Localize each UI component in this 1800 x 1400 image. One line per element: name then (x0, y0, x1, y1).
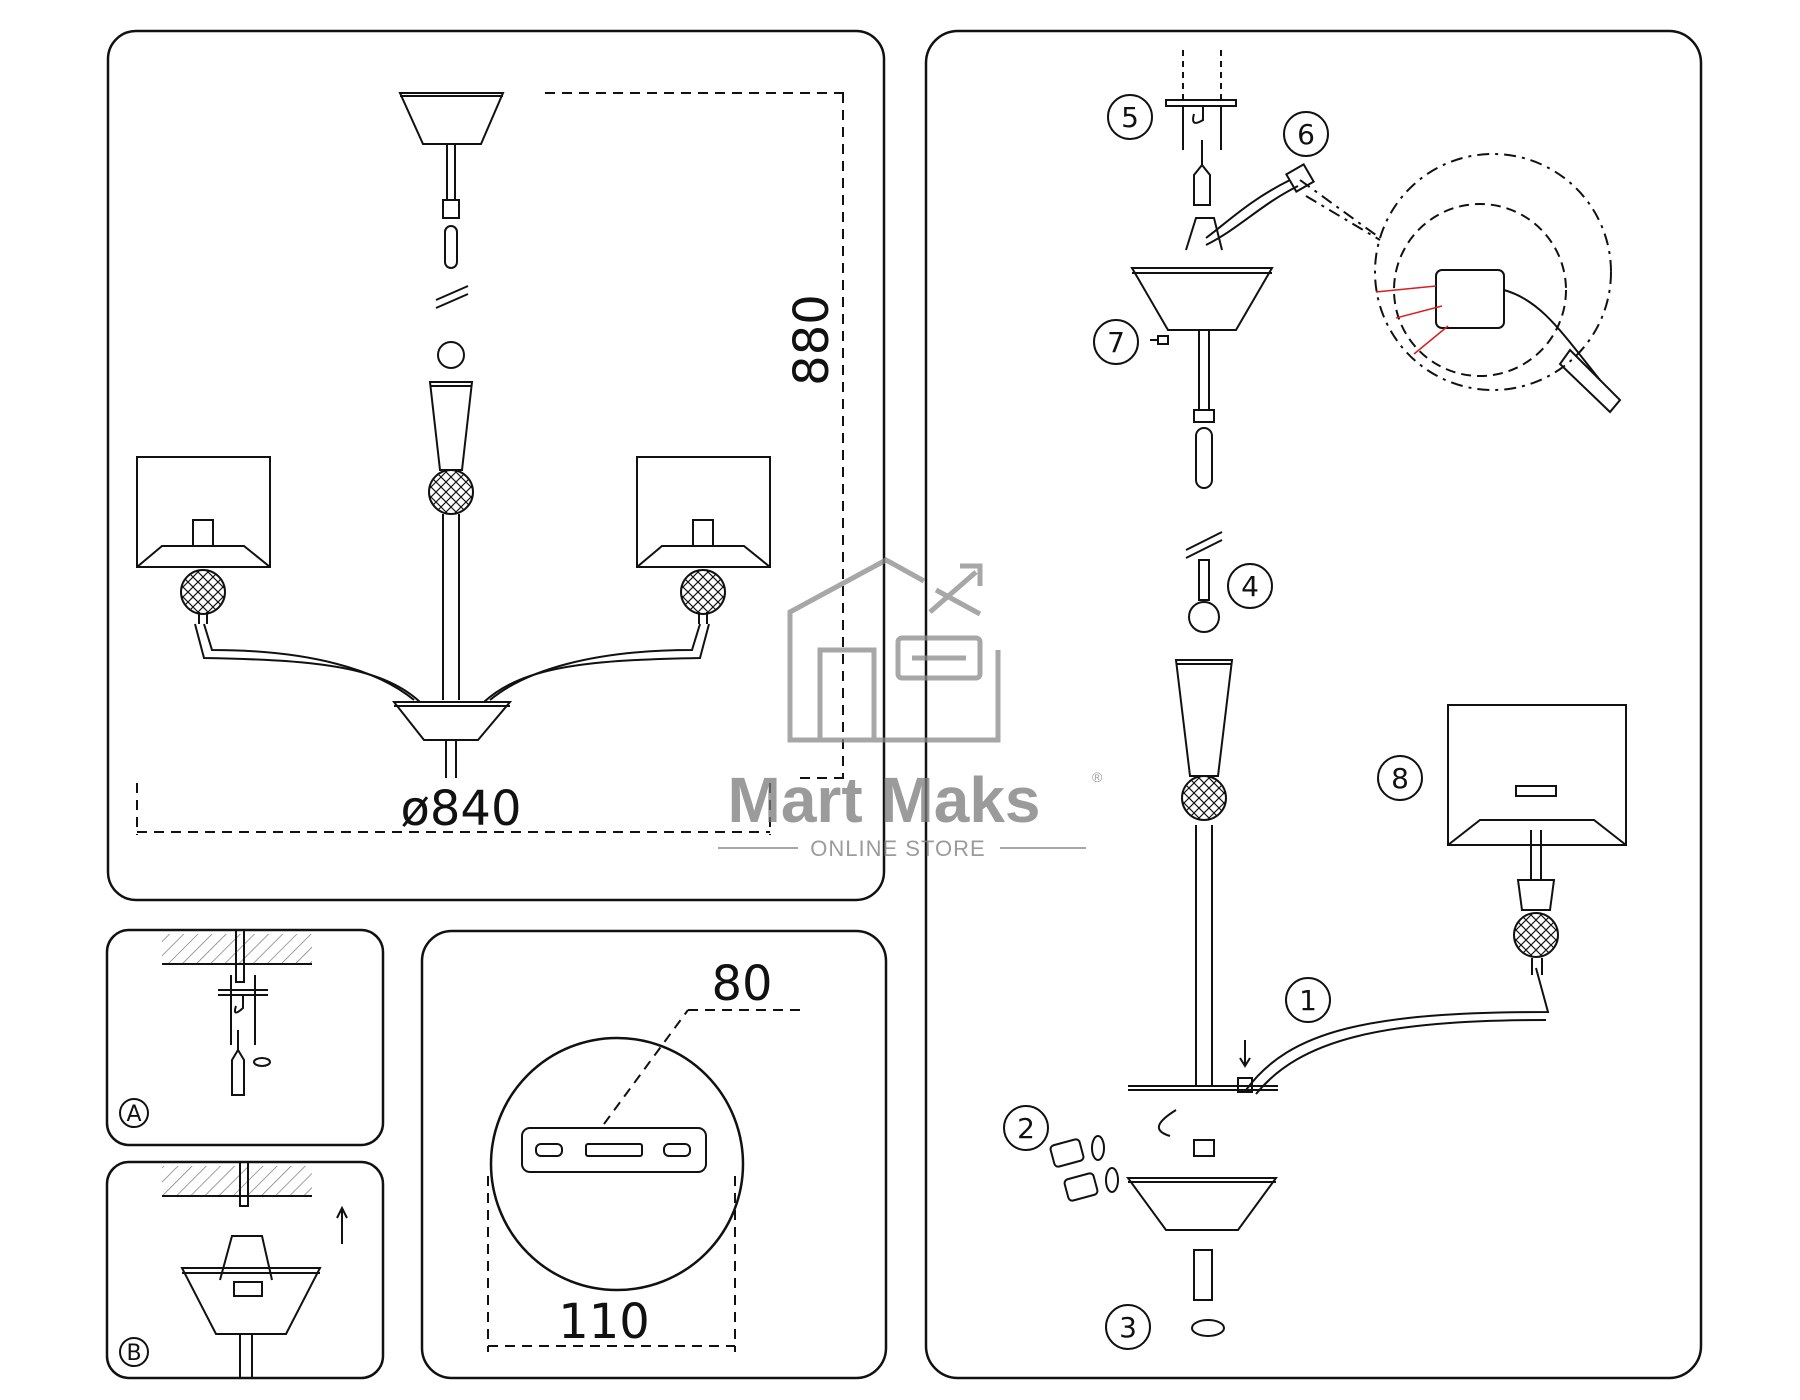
step-3-number: 3 (1119, 1311, 1137, 1344)
step-8-number: 8 (1391, 762, 1409, 795)
detail-a-marker (119, 1098, 149, 1128)
diameter-dimension-line (136, 783, 771, 835)
right-lampshade (636, 456, 771, 568)
mounting-bracket (219, 1235, 273, 1281)
step-4-number: 4 (1241, 570, 1259, 603)
spare-socket (1049, 1138, 1085, 1168)
left-crystal-ball (180, 569, 226, 615)
mounting-plate-panel: 80 110 (420, 929, 888, 1380)
diameter-dimension-label: ø840 (401, 781, 522, 837)
plate-frame (420, 929, 888, 1380)
left-lampshade (136, 456, 271, 568)
height-dimension-label: 880 (784, 294, 840, 386)
right-crystal-ball (680, 569, 726, 615)
step-8-marker (1377, 755, 1423, 801)
live-wire-marks (1375, 285, 1449, 355)
magnified-detail-outer (1374, 153, 1612, 391)
terminal-block (1284, 162, 1316, 194)
main-view-frame (106, 29, 886, 902)
step-5-number: 5 (1121, 101, 1139, 134)
detail-b-marker (119, 1337, 149, 1367)
plate-width-label: 110 (558, 1294, 650, 1350)
chain-link (1195, 427, 1213, 489)
canopy-plate-circle (489, 1036, 745, 1292)
watermark: Mart Maks ® ONLINE STORE (718, 557, 1103, 861)
step-5-marker (1107, 94, 1153, 140)
watermark-registered: ® (1092, 769, 1103, 785)
mounting-bracket (1185, 217, 1223, 251)
spare-socket (1063, 1172, 1099, 1202)
ceiling-rod (239, 1161, 249, 1207)
mounting-slot (663, 1143, 691, 1157)
canopy (1130, 267, 1274, 331)
watermark-brand: Mart Maks (728, 764, 1041, 836)
chain-link (442, 199, 460, 219)
terminal-block-detail (1435, 269, 1505, 329)
mounting-bar (1165, 99, 1237, 107)
main-view-panel: 880 ø840 (106, 29, 886, 902)
lampshade (1447, 704, 1627, 846)
magnified-detail-inner (1393, 203, 1567, 377)
step-2-number: 2 (1017, 1112, 1035, 1145)
step-7-marker (1093, 319, 1139, 365)
step-7-number: 7 (1107, 326, 1125, 359)
hole-spacing-label: 80 (711, 956, 772, 1012)
rotate-arrow (1191, 1319, 1225, 1337)
step-1-marker (1285, 977, 1331, 1023)
arm-crystal-ball (1513, 912, 1559, 958)
wire-loop (1157, 1109, 1177, 1137)
screwdriver (1193, 163, 1211, 206)
center-crystal-ball (1181, 775, 1227, 821)
step-2-marker (1003, 1105, 1049, 1151)
step-3-marker (1105, 1304, 1151, 1350)
hook (1192, 106, 1204, 124)
wire-bundle (1558, 348, 1622, 414)
ceiling-rod (235, 929, 245, 983)
canopy (180, 1267, 322, 1335)
step-callouts (1003, 94, 1423, 1350)
arm-fixing-nut (1237, 1077, 1253, 1093)
bottom-bowl (391, 701, 513, 741)
chain-link (444, 225, 458, 269)
assembly-panel: 1 2 3 4 5 6 7 8 (924, 29, 1703, 1380)
mounting-slot (535, 1143, 563, 1157)
screwdriver (231, 1048, 245, 1096)
mounting-hook (233, 995, 244, 1014)
detail-a-panel: A (105, 928, 385, 1147)
canopy (398, 92, 505, 145)
detail-a-letter: A (126, 1102, 141, 1127)
step-1-number: 1 (1299, 984, 1317, 1017)
detail-b-panel: B (105, 1160, 385, 1380)
house-logo-icon (787, 557, 1001, 743)
supply-wires (1205, 179, 1291, 239)
central-column-top (428, 381, 474, 471)
step-6-marker (1283, 111, 1329, 157)
mounting-slot (585, 1143, 643, 1157)
height-dimension-line (545, 92, 848, 779)
right-arm (483, 623, 710, 703)
mounting-strip (521, 1127, 707, 1173)
chain-link (1193, 409, 1215, 423)
watermark-tagline: ONLINE STORE (810, 836, 985, 861)
central-column-top (1174, 659, 1234, 777)
suspension-ring (437, 341, 465, 369)
finial (1193, 1249, 1213, 1301)
left-arm (194, 623, 421, 703)
chandelier-front-view (398, 92, 505, 471)
step-6-number: 6 (1297, 118, 1315, 151)
left-socket (192, 519, 214, 547)
bottom-bowl (1126, 1177, 1278, 1231)
hole-leader-line (603, 1009, 689, 1125)
step-4-marker (1227, 563, 1273, 609)
detail-b-letter: B (126, 1341, 141, 1366)
bulb-socket (1515, 785, 1557, 797)
ceiling-hatch (162, 1166, 312, 1196)
suspension-ring (1188, 601, 1220, 633)
arm (1245, 967, 1550, 1091)
assembly-frame (924, 29, 1703, 1380)
right-socket (692, 519, 714, 547)
center-crystal-ball (428, 469, 474, 515)
